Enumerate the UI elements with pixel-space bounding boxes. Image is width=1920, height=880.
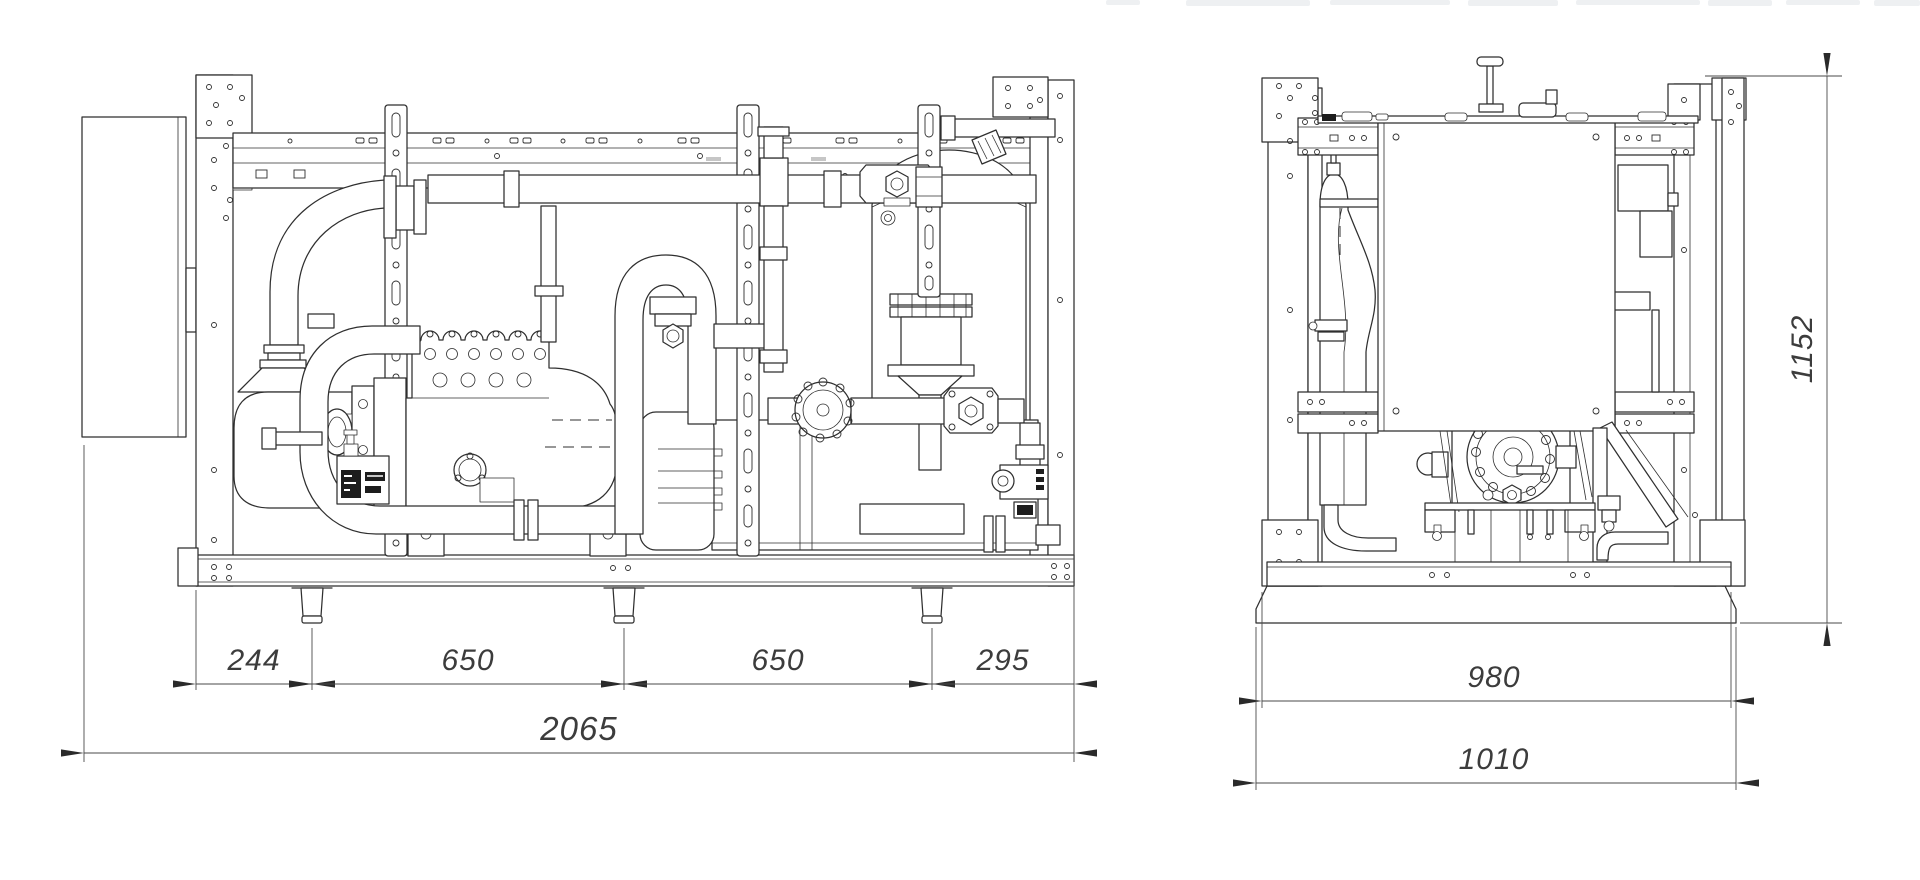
solenoid-valve: [991, 464, 1049, 519]
main-pipe: [427, 115, 1056, 373]
sight-glass-flange: [791, 377, 855, 443]
side-bottom-rail: [1266, 561, 1732, 587]
side-compressor: [1416, 410, 1593, 513]
dim-650-b: 650: [751, 644, 804, 677]
dim-1010: 1010: [1459, 743, 1530, 776]
foot: [291, 587, 333, 624]
control-module: [336, 429, 390, 505]
oil-separator: [639, 411, 723, 551]
side-view: 980 1010 1152: [1233, 53, 1842, 790]
dim-244: 244: [226, 644, 280, 677]
mounting-feet: [291, 587, 953, 624]
cross-rails: [1297, 117, 1695, 434]
dim-650-a: 650: [441, 644, 494, 677]
side-top-fittings: [1317, 56, 1699, 124]
side-mounts: [1424, 502, 1596, 563]
side-right-brackets: [1611, 164, 1679, 393]
dim-1152: 1152: [1786, 315, 1819, 384]
dim-2065: 2065: [539, 710, 617, 747]
discharge-loop-pipe: [614, 254, 779, 535]
lower-right-fittings: [767, 377, 1061, 553]
front-view: 244 650 650 295 2065: [61, 74, 1097, 762]
front-dimensions: 244 650 650 295 2065: [61, 445, 1097, 762]
side-dimensions: 980 1010 1152: [1233, 53, 1842, 790]
top-right-pipe: [940, 115, 1056, 165]
foot: [603, 587, 645, 624]
base-plinth: [1255, 585, 1737, 624]
side-panel: [1377, 116, 1616, 432]
top-edge-artifacts: [1106, 0, 1920, 6]
foot: [911, 587, 953, 624]
angle-valve: [943, 387, 999, 434]
side-frame: [1261, 77, 1747, 587]
dim-980: 980: [1467, 661, 1520, 694]
dim-295: 295: [975, 644, 1029, 677]
suction-loop-pipe: [261, 313, 647, 541]
side-diagonals: [1592, 421, 1689, 563]
